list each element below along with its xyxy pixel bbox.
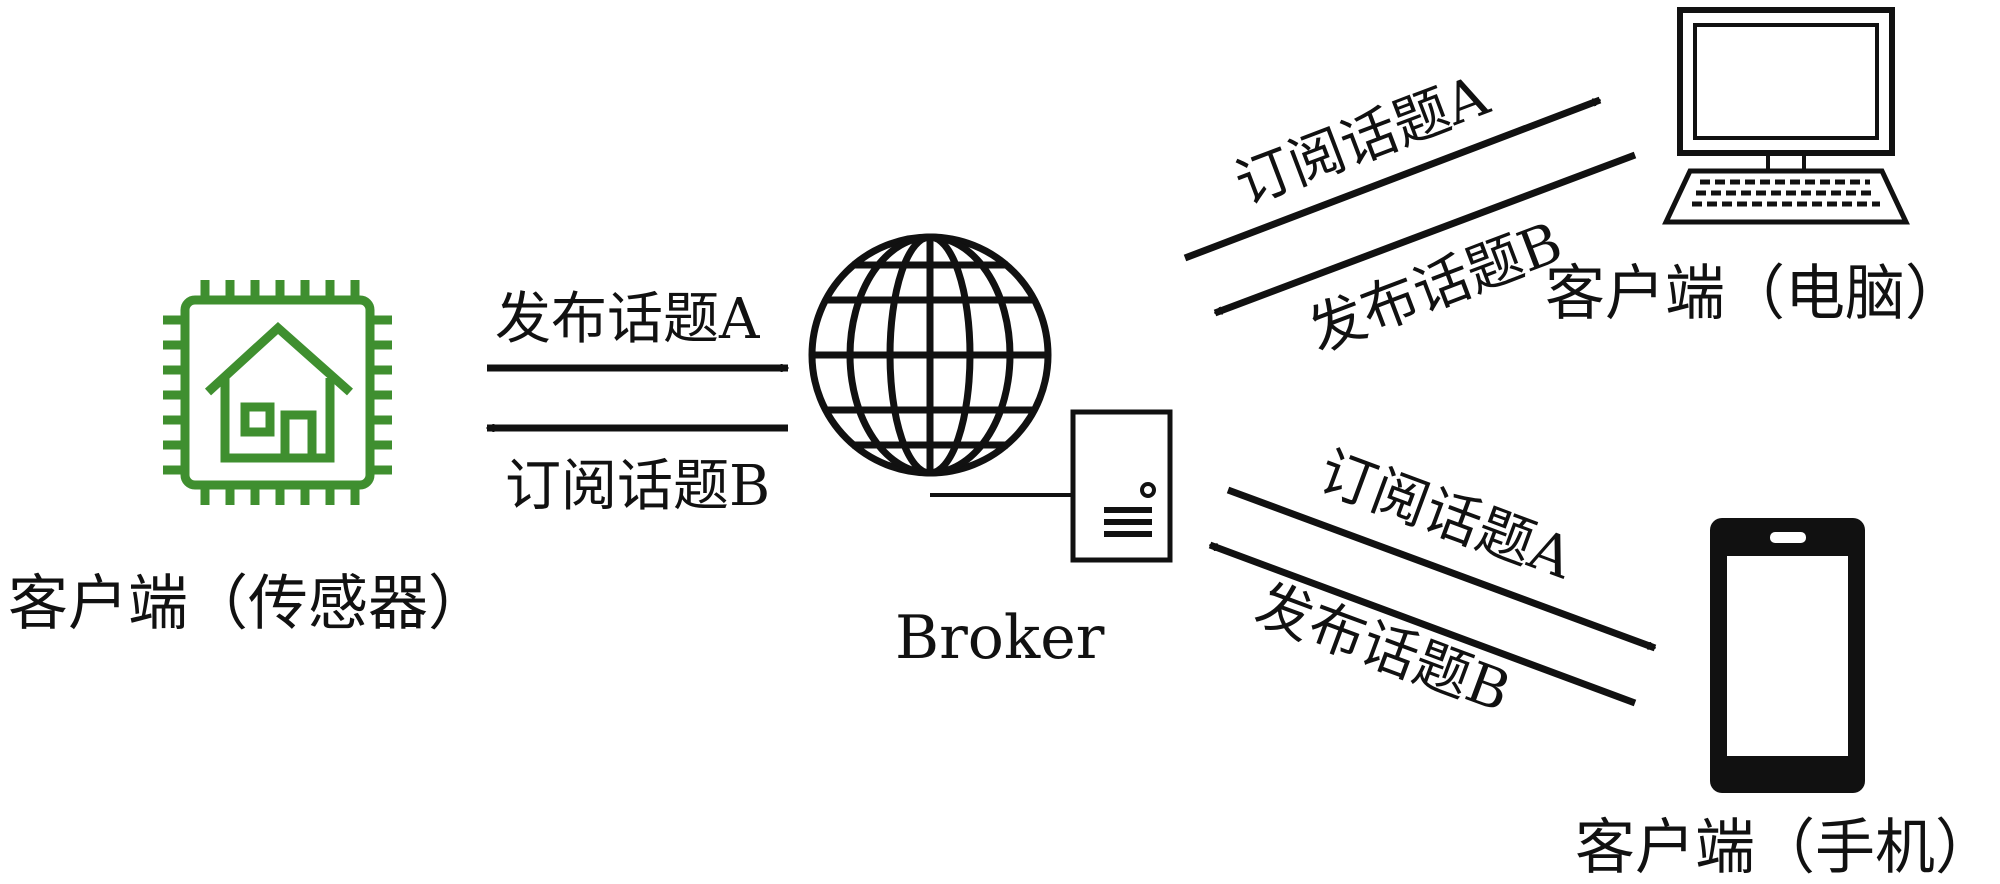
phone-subscribe-arrow (1226, 486, 1655, 652)
iot-chip-house-icon (163, 280, 392, 505)
sensor-subscribe-label: 订阅话题B (505, 454, 770, 519)
sensor-client-label: 客户端（传感器） (8, 569, 488, 639)
broker-label: Broker (895, 603, 1105, 673)
phone-publish-label: 发布话题B (1247, 572, 1518, 725)
phone-publish-arrow (1210, 541, 1637, 707)
desktop-computer-icon (1662, 7, 1910, 225)
sensor-publish-label: 发布话题A (495, 287, 760, 352)
pc-publish-arrow (1215, 151, 1637, 317)
server-icon (930, 409, 1173, 563)
globe-icon (808, 233, 1052, 477)
pc-subscribe-label: 订阅话题A (1227, 63, 1498, 218)
smartphone-icon (1710, 518, 1865, 793)
pc-client-label: 客户端（电脑） (1545, 259, 1965, 329)
phone-client-label: 客户端（手机） (1575, 813, 1995, 883)
pc-subscribe-arrow (1183, 96, 1600, 262)
